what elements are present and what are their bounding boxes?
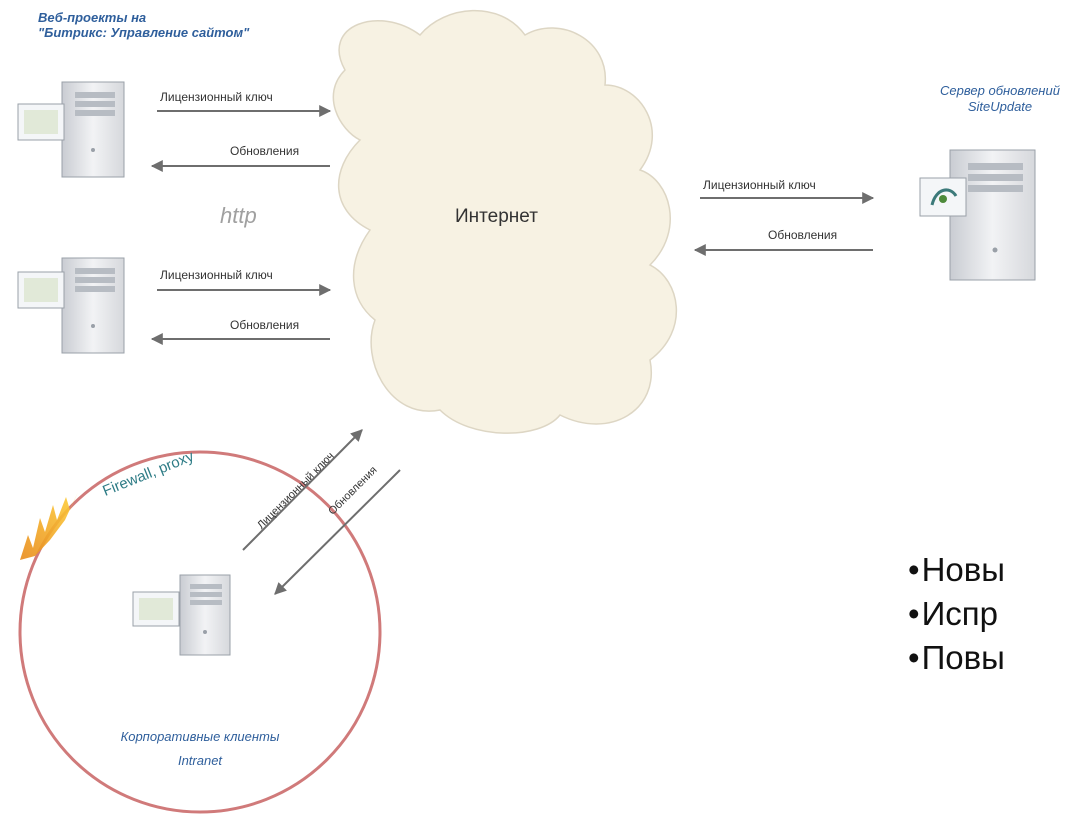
internet-label: Интернет bbox=[455, 206, 538, 227]
label-license-2: Лицензионный ключ bbox=[160, 268, 273, 282]
bullet-item-2: Испр bbox=[908, 592, 1005, 636]
label-license-corp: Лицензионный ключ bbox=[255, 450, 337, 532]
bullet-list: Новы Испр Повы bbox=[908, 548, 1005, 680]
web-server-2-icon bbox=[17, 257, 125, 354]
update-server-icon bbox=[919, 149, 1036, 281]
label-updates-3: Обновления bbox=[768, 228, 838, 242]
corporate-server-icon bbox=[132, 574, 231, 656]
firewall-flame-icon bbox=[20, 492, 78, 560]
bullet-item-1: Новы bbox=[908, 548, 1005, 592]
corporate-clients-line1: Корпоративные клиенты bbox=[120, 729, 280, 744]
internet-cloud bbox=[332, 9, 677, 434]
label-updates-2: Обновления bbox=[230, 318, 300, 332]
label-license-1: Лицензионный ключ bbox=[160, 90, 273, 104]
bullet-item-3: Повы bbox=[908, 636, 1005, 680]
arrow-license-corp bbox=[242, 429, 363, 551]
web-projects-title-line1: Веб-проекты на bbox=[38, 10, 147, 25]
label-updates-1: Обновления bbox=[230, 144, 300, 158]
web-server-1-icon bbox=[17, 81, 125, 178]
label-updates-corp: Обновления bbox=[326, 464, 379, 517]
corporate-circle bbox=[18, 450, 382, 814]
update-server-title-line1: Сервер обновлений bbox=[940, 83, 1060, 98]
web-projects-title: Веб-проекты на "Битрикс: Управление сайт… bbox=[38, 10, 249, 40]
corporate-clients-line2: Intranet bbox=[177, 753, 223, 768]
label-license-3: Лицензионный ключ bbox=[703, 178, 816, 192]
web-projects-title-line2: "Битрикс: Управление сайтом" bbox=[38, 25, 250, 40]
http-label: http bbox=[220, 203, 257, 228]
update-server-title: Сервер обновлений SiteUpdate bbox=[920, 83, 1080, 115]
update-server-title-line2: SiteUpdate bbox=[967, 99, 1033, 114]
corporate-clients-label: Корпоративные клиенты Intranet bbox=[30, 725, 370, 773]
arrow-updates-corp bbox=[274, 469, 401, 595]
